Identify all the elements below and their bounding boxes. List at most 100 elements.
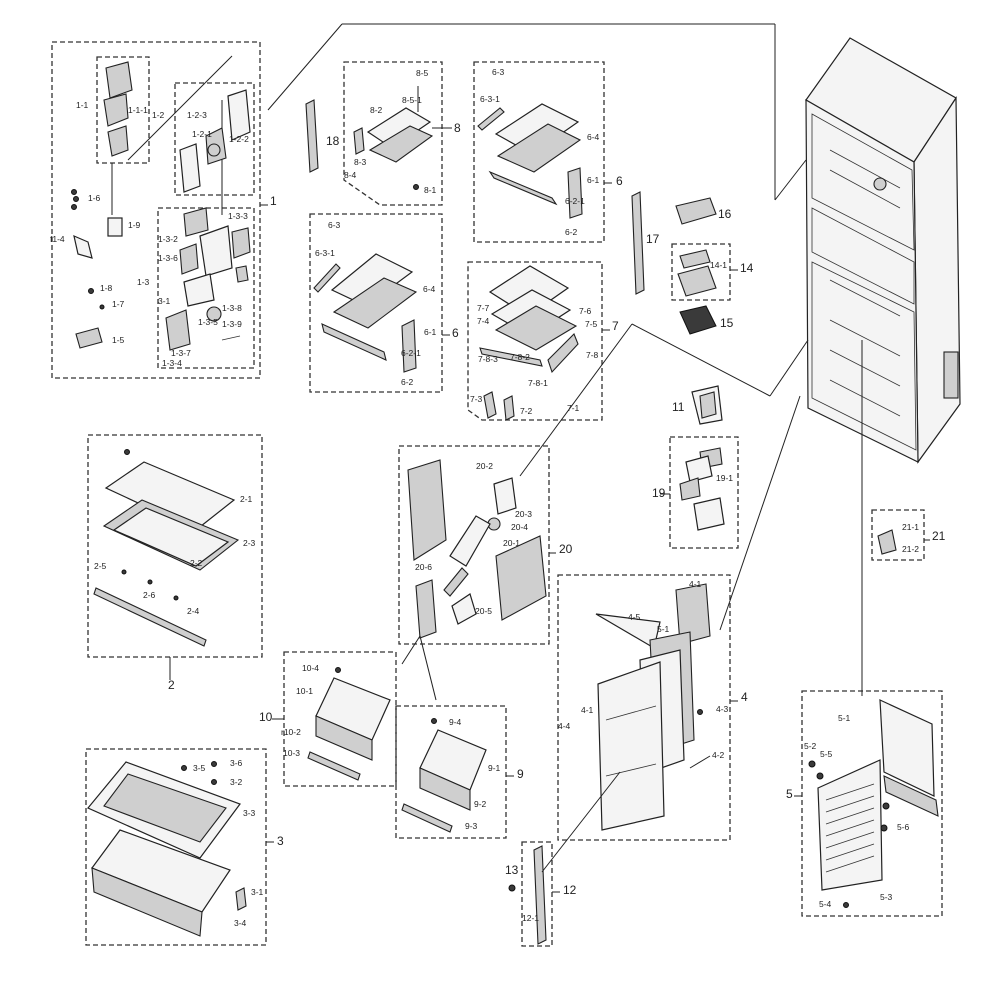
callout-label-p7-5: 7-5 [585,319,598,329]
callout-label-p1-3-7: 1-3-7 [171,348,191,358]
group-2-shelf [87,434,263,680]
callout-label-p1-3-2: 1-3-2 [158,234,178,244]
callout-label-p7-8-2: 7-8-2 [510,352,530,362]
callout-label-p6-2b: 6-2 [401,377,414,387]
callout-label-p1-3-1: 3-1 [158,296,171,306]
callout-label-p1-7: 1-7 [112,299,125,309]
callout-label-p1-4: f1-4 [50,234,65,244]
callout-label-p2-6: 2-6 [143,590,156,600]
callout-label-p15: 15 [720,316,734,330]
callout-label-p20-1: 20-1 [503,538,520,548]
callout-label-p1: 1 [270,194,277,208]
callout-label-p4-2: 4-2 [712,750,725,760]
callout-label-p5-3: 5-3 [880,892,893,902]
callout-label-p7-6: 7-6 [579,306,592,316]
callout-label-p14-1: 14-1 [710,260,727,270]
callout-label-p8-5-1: 8-5-1 [402,95,422,105]
callout-label-p6-2-1b: 6-2-1 [401,348,421,358]
callout-label-p21-2: 21-2 [902,544,919,554]
callout-label-p7-8: 7-8 [586,350,599,360]
callout-label-p8: 8 [454,121,461,135]
callout-label-p6-4a: 6-4 [587,132,600,142]
callout-label-p1-3-6: 1-3-6 [158,253,178,263]
group-3-basket [85,748,274,946]
callout-label-p6-3-1a: 6-3-1 [480,94,500,104]
callout-label-p2: 2 [168,678,175,692]
callout-label-p5: 5 [786,787,793,801]
group-21 [871,509,930,561]
callout-label-p1-2-2: 1-2-2 [229,134,249,144]
part-1-1-bracket [103,61,133,157]
callout-label-p1-3: 1-3 [137,277,150,287]
group-6-shelf-upper [473,61,612,243]
callout-label-p8-3: 8-3 [354,157,367,167]
callout-label-p7-1: 7-1 [567,403,580,413]
callout-label-p3-6: 3-6 [230,758,243,768]
callout-label-p7-8-3: 7-8-3 [478,354,498,364]
callout-label-p6-3a: 6-3 [492,67,505,77]
callout-label-p1-8: 1-8 [100,283,113,293]
part-1-2-housing [179,89,251,193]
callout-label-p6-2a: 6-2 [565,227,578,237]
callout-label-p5-1a: 5-1 [657,624,670,634]
part-16-bracket [675,197,717,225]
callout-label-p9-4: 9-4 [449,717,462,727]
callout-label-p1-2-1: 1-2-1 [192,129,212,139]
callout-label-p3-4: 3-4 [234,918,247,928]
leader-lines [267,23,863,873]
callout-label-p9-3: 9-3 [465,821,478,831]
callout-label-p1-2: 1-2 [152,110,165,120]
callout-label-p10-1: 10-1 [296,686,313,696]
callout-label-p3-1: 3-1 [251,887,264,897]
group-20-mechanism [398,445,556,645]
callout-label-p6-1a: 6-1 [587,175,600,185]
callout-label-p7: 7 [612,319,619,333]
callout-label-p14: 14 [740,261,754,275]
callout-label-p6-2-1a: 6-2-1 [565,196,585,206]
group-12-strip [508,841,560,947]
callout-label-p3-2: 3-2 [230,777,243,787]
callout-label-p1-3-5: 1-3-5 [198,317,218,327]
callout-label-p6-3b: 6-3 [328,220,341,230]
callout-label-p20-3: 20-3 [515,509,532,519]
callout-label-p6-1b: 6-1 [424,327,437,337]
callout-label-p4-4: 4-4 [558,721,571,731]
callout-label-p3-5: 3-5 [193,763,206,773]
callout-label-p1-2-3: 1-2-3 [187,110,207,120]
callout-label-p6a: 6 [616,174,623,188]
callout-label-p1-3-9: 1-3-9 [222,319,242,329]
callout-label-p5-4: 5-4 [819,899,832,909]
callout-label-p7-7: 7-7 [477,303,490,313]
group-5-evaporator [794,690,943,917]
callout-label-p10-3: 10-3 [283,748,300,758]
callout-label-p2-3: 2-3 [243,538,256,548]
callout-label-p12-1: 12-1 [522,913,539,923]
callout-label-p8-2: 8-2 [370,105,383,115]
callout-label-p4-3: 4-3 [716,704,729,714]
callout-label-p8-5: 8-5 [416,68,429,78]
callout-label-p7-2: 7-2 [520,406,533,416]
callout-label-p1-9: 1-9 [128,220,141,230]
callout-label-p16: 16 [718,207,732,221]
part-1-3-icemaker [165,207,251,351]
callout-label-p2-5: 2-5 [94,561,107,571]
part-18-strip [305,99,319,173]
callout-label-p6-4b: 6-4 [423,284,436,294]
callout-label-p8-4: 8-4 [344,170,357,180]
group-10-bin [272,651,397,787]
callout-label-p20-4: 20-4 [511,522,528,532]
callout-label-p19: 19 [652,486,666,500]
group-4-door [557,574,738,841]
callout-label-p3: 3 [277,834,284,848]
callout-label-p5-1b: 5-1 [838,713,851,723]
callout-label-p20-6: 20-6 [415,562,432,572]
callout-label-p1-5: 1-5 [112,335,125,345]
callout-label-p8-1: 8-1 [424,185,437,195]
group-9-bin [395,705,514,839]
callout-label-p4: 4 [741,690,748,704]
callout-label-p4-5: 4-5 [628,612,641,622]
group-6-shelf-lower [309,213,450,393]
callout-label-p11: 11 [672,400,685,414]
callout-label-p17: 17 [646,232,660,246]
